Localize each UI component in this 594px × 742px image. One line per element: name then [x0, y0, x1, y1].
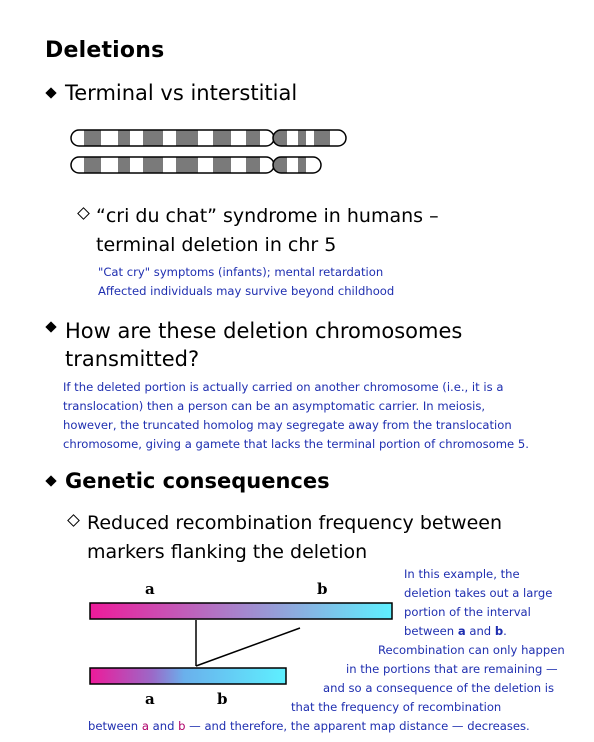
- note-example-2: deletion takes out a large: [404, 586, 553, 600]
- note-example-5: Recombination can only happen: [378, 643, 565, 657]
- deletion-boundary-right: [195, 627, 301, 667]
- marker-b-top: b: [317, 580, 328, 598]
- marker-a-top: a: [145, 580, 155, 598]
- bullet-transmission-cont: transmitted?: [65, 347, 200, 371]
- sub-bullet-cri-du-chat: “cri du chat” syndrome in humans –: [96, 205, 439, 227]
- note-example-8: that the frequency of recombination: [291, 700, 502, 714]
- marker-b-bottom: b: [217, 690, 228, 708]
- note-survival: Affected individuals may survive beyond …: [98, 284, 395, 298]
- bullet-terminal-vs-interstitial: Terminal vs interstitial: [65, 81, 298, 105]
- bullet-icon: [45, 87, 57, 99]
- note-example-6: in the portions that are remaining —: [346, 662, 558, 676]
- note-example-3: portion of the interval: [404, 605, 531, 619]
- note-example-9: between a and b — and therefore, the app…: [88, 719, 530, 733]
- bullet-transmission: How are these deletion chromosomes: [65, 319, 463, 343]
- note-example-7: and so a consequence of the deletion is: [323, 681, 555, 695]
- chromosome-normal: [70, 129, 347, 147]
- note-translocation-3: however, the truncated homolog may segre…: [63, 418, 512, 432]
- recombination-diagram: [89, 602, 393, 685]
- sub-bullet-reduced-recombination-cont: markers flanking the deletion: [87, 541, 368, 563]
- sub-bullet-reduced-recombination: Reduced recombination frequency between: [87, 512, 502, 534]
- chromosome-deleted: [70, 156, 322, 174]
- note-translocation-1: If the deleted portion is actually carri…: [63, 380, 504, 394]
- bullet-genetic-consequences: Genetic consequences: [65, 469, 330, 493]
- note-translocation-2: translocation) then a person can be an a…: [63, 399, 486, 413]
- sub-bullet-cri-du-chat-cont: terminal deletion in chr 5: [96, 234, 337, 256]
- hollow-bullet-icon: [67, 514, 80, 527]
- deleted-chromosome-bar: [89, 667, 287, 685]
- bullet-icon: [45, 475, 57, 487]
- note-symptoms: "Cat cry" symptoms (infants); mental ret…: [98, 265, 384, 279]
- chromosome-diagram: [70, 129, 347, 174]
- hollow-bullet-icon: [77, 207, 90, 220]
- note-translocation-4: chromosome, giving a gamete that lacks t…: [63, 437, 529, 451]
- page-title: Deletions: [45, 38, 165, 63]
- note-example-1: In this example, the: [404, 567, 520, 581]
- marker-a-bottom: a: [145, 690, 155, 708]
- intact-chromosome-bar: [89, 602, 393, 620]
- bullet-icon: [45, 321, 57, 333]
- note-example-4: between a and b.: [404, 624, 507, 638]
